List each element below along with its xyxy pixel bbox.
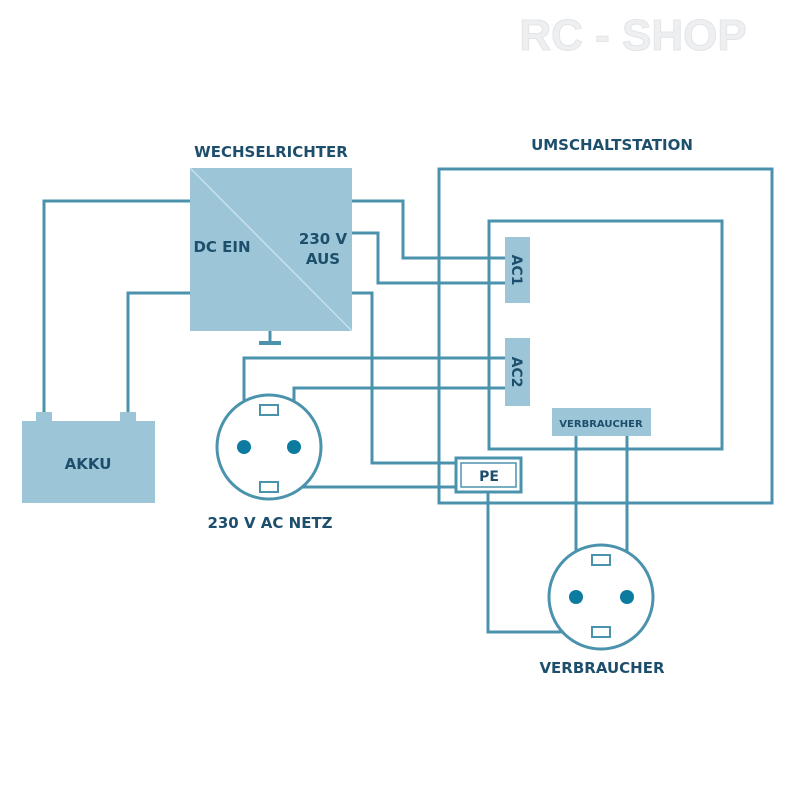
inverter-diagonal	[189, 167, 353, 332]
switch-station-inner	[487, 219, 724, 451]
battery-dc-wire-2	[126, 291, 190, 413]
watermark-text: RC - SHOP	[519, 11, 746, 60]
consumer-socket-earth-top	[591, 554, 611, 566]
consumer-socket-ring	[547, 543, 655, 651]
inverter-output-label-2: AUS	[306, 250, 340, 268]
consumer-socket-label: VERBRAUCHER	[539, 659, 665, 677]
inverter-input-label: DC EIN	[193, 238, 250, 256]
battery-terminal-left	[36, 412, 52, 422]
inverter-ac1-wire-2	[352, 231, 505, 285]
inverter-title: WECHSELRICHTER	[194, 143, 348, 161]
mains-socket-earth-top	[259, 404, 279, 416]
mains-socket-label: 230 V AC NETZ	[207, 514, 332, 532]
pe-consumer-wire	[486, 492, 594, 634]
inverter-output-label-1: 230 V	[299, 230, 348, 248]
consumer-port-label: VERBRAUCHER	[559, 419, 643, 430]
consumer-socket-earth-bottom	[591, 626, 611, 638]
consumer-socket-pin-right	[620, 590, 634, 604]
battery-label: AKKU	[65, 455, 112, 473]
consumer-port	[552, 408, 651, 436]
battery-dc-wire-1	[42, 199, 190, 413]
ac1-label: AC1	[508, 255, 524, 286]
pe-block-inner	[460, 462, 517, 488]
mains-socket-earth-bottom	[259, 481, 279, 493]
battery-terminal-right	[120, 412, 136, 422]
mains-socket	[215, 393, 323, 501]
ac2-port	[505, 338, 530, 406]
ac1-port	[505, 237, 530, 303]
inverter-ac1-wire-1	[352, 199, 505, 260]
consumer-socket-pin-left	[569, 590, 583, 604]
ac2-label: AC2	[508, 357, 524, 388]
pe-label: PE	[479, 469, 499, 485]
switch-station-title: UMSCHALTSTATION	[531, 136, 693, 154]
mains-socket-pin-left	[237, 440, 251, 454]
inverter-pe-wire	[352, 291, 456, 465]
switch-station-outer	[437, 167, 774, 505]
mains-socket-pin-right	[287, 440, 301, 454]
mains-socket-ring	[215, 393, 323, 501]
consumer-socket	[547, 543, 655, 651]
battery-block	[22, 421, 155, 503]
